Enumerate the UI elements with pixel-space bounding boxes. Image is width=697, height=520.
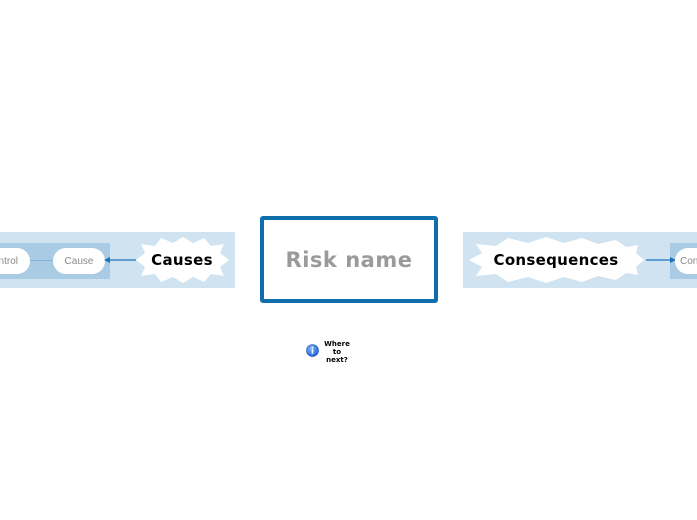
info-icon[interactable] xyxy=(306,344,319,357)
causes-arrow xyxy=(104,257,136,263)
causes-burst xyxy=(136,237,229,283)
where-to-next-line1: Where xyxy=(324,340,350,348)
consequence-node[interactable]: Consequence xyxy=(675,248,697,274)
risk-name-node[interactable]: Risk name xyxy=(260,216,438,303)
consequences-burst xyxy=(469,237,644,283)
control-label: Control xyxy=(0,255,18,267)
where-to-next-line3: next? xyxy=(326,356,348,364)
consequences-arrow xyxy=(646,257,676,263)
consequence-label: Consequence xyxy=(680,255,697,267)
causes-label[interactable]: Causes xyxy=(151,251,213,269)
cause-label: Cause xyxy=(64,255,94,267)
where-to-next-line2: to xyxy=(332,348,342,356)
control-cause-connector xyxy=(30,260,54,261)
where-to-next-text[interactable]: Where to next? xyxy=(318,340,356,364)
risk-name-title: Risk name xyxy=(285,247,413,272)
cause-node[interactable]: Cause xyxy=(53,248,105,274)
consequences-label[interactable]: Consequences xyxy=(493,251,619,269)
control-node[interactable]: Control xyxy=(0,248,30,274)
